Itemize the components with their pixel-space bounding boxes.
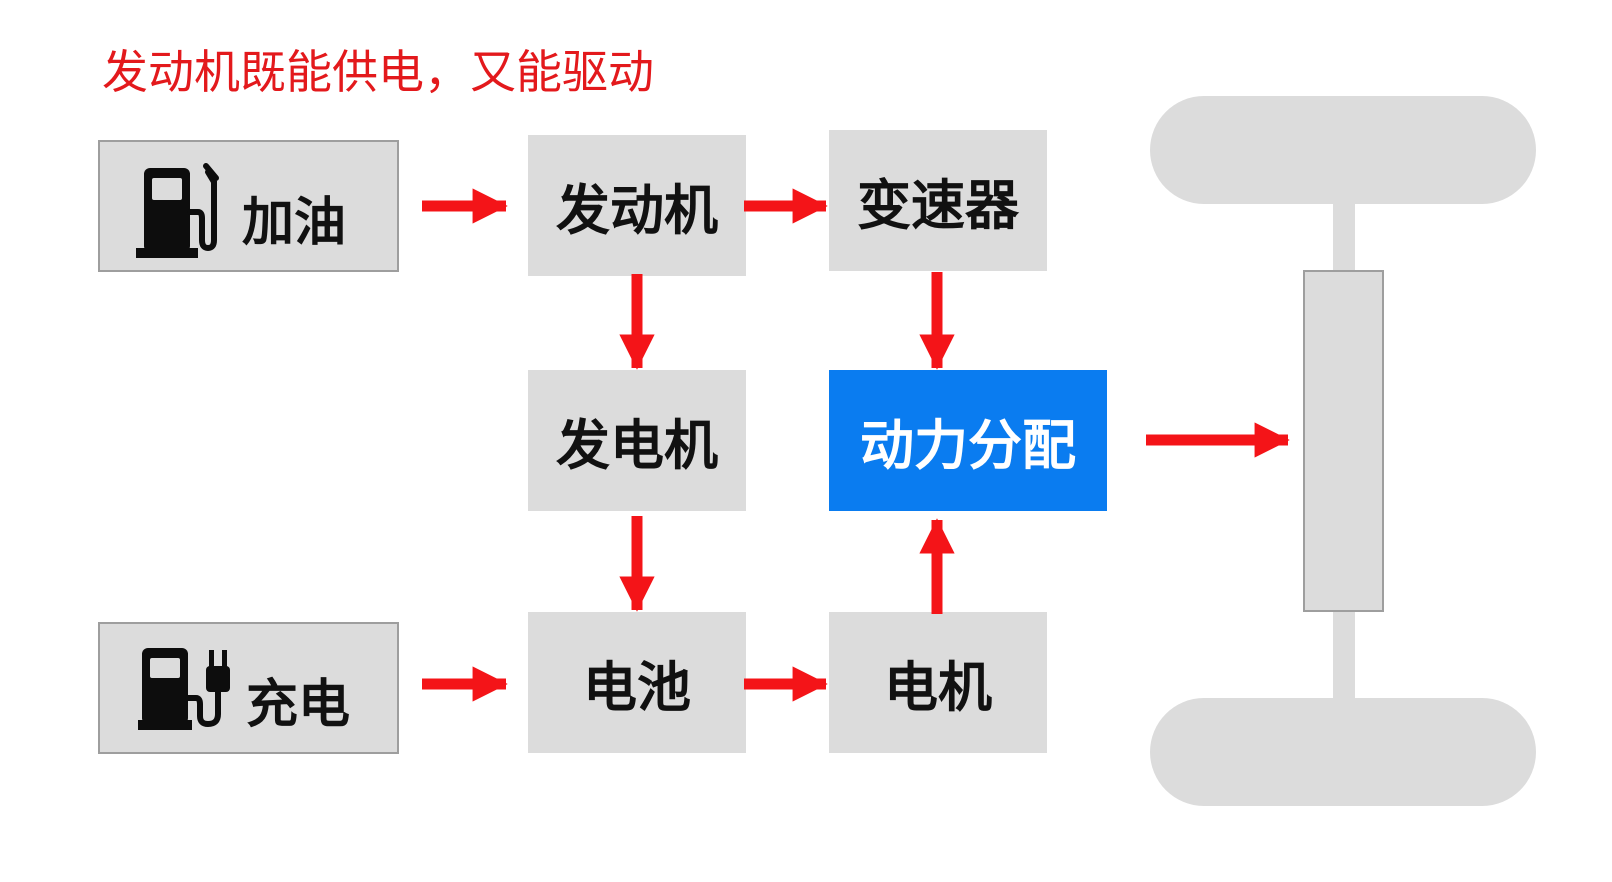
rear-wheel-shape xyxy=(1150,698,1536,806)
diagram-caption: 发动机既能供电，又能驱动 xyxy=(102,45,654,99)
refuel-node: 加油 xyxy=(98,140,399,272)
rear-shaft-shape xyxy=(1333,612,1355,700)
drive-axle-shape xyxy=(1303,270,1384,612)
power-split-node: 动力分配 xyxy=(829,370,1107,511)
engine-label: 发动机 xyxy=(556,179,718,242)
ev-charger-icon xyxy=(138,646,234,743)
front-wheel-shape xyxy=(1150,96,1536,204)
battery-label: 电池 xyxy=(583,656,691,719)
gearbox-node: 变速器 xyxy=(829,130,1047,271)
front-shaft-shape xyxy=(1333,204,1355,272)
generator-label: 发电机 xyxy=(556,414,718,477)
charge-node: 充电 xyxy=(98,622,399,754)
motor-node: 电机 xyxy=(829,612,1047,753)
engine-node: 发动机 xyxy=(528,135,746,276)
generator-node: 发电机 xyxy=(528,370,746,511)
charge-label: 充电 xyxy=(246,675,351,735)
refuel-label: 加油 xyxy=(242,193,347,253)
power-split-label: 动力分配 xyxy=(860,414,1076,477)
battery-node: 电池 xyxy=(528,612,746,753)
fuel-pump-icon xyxy=(136,156,220,273)
motor-label: 电机 xyxy=(884,656,992,719)
gearbox-label: 变速器 xyxy=(857,174,1019,237)
